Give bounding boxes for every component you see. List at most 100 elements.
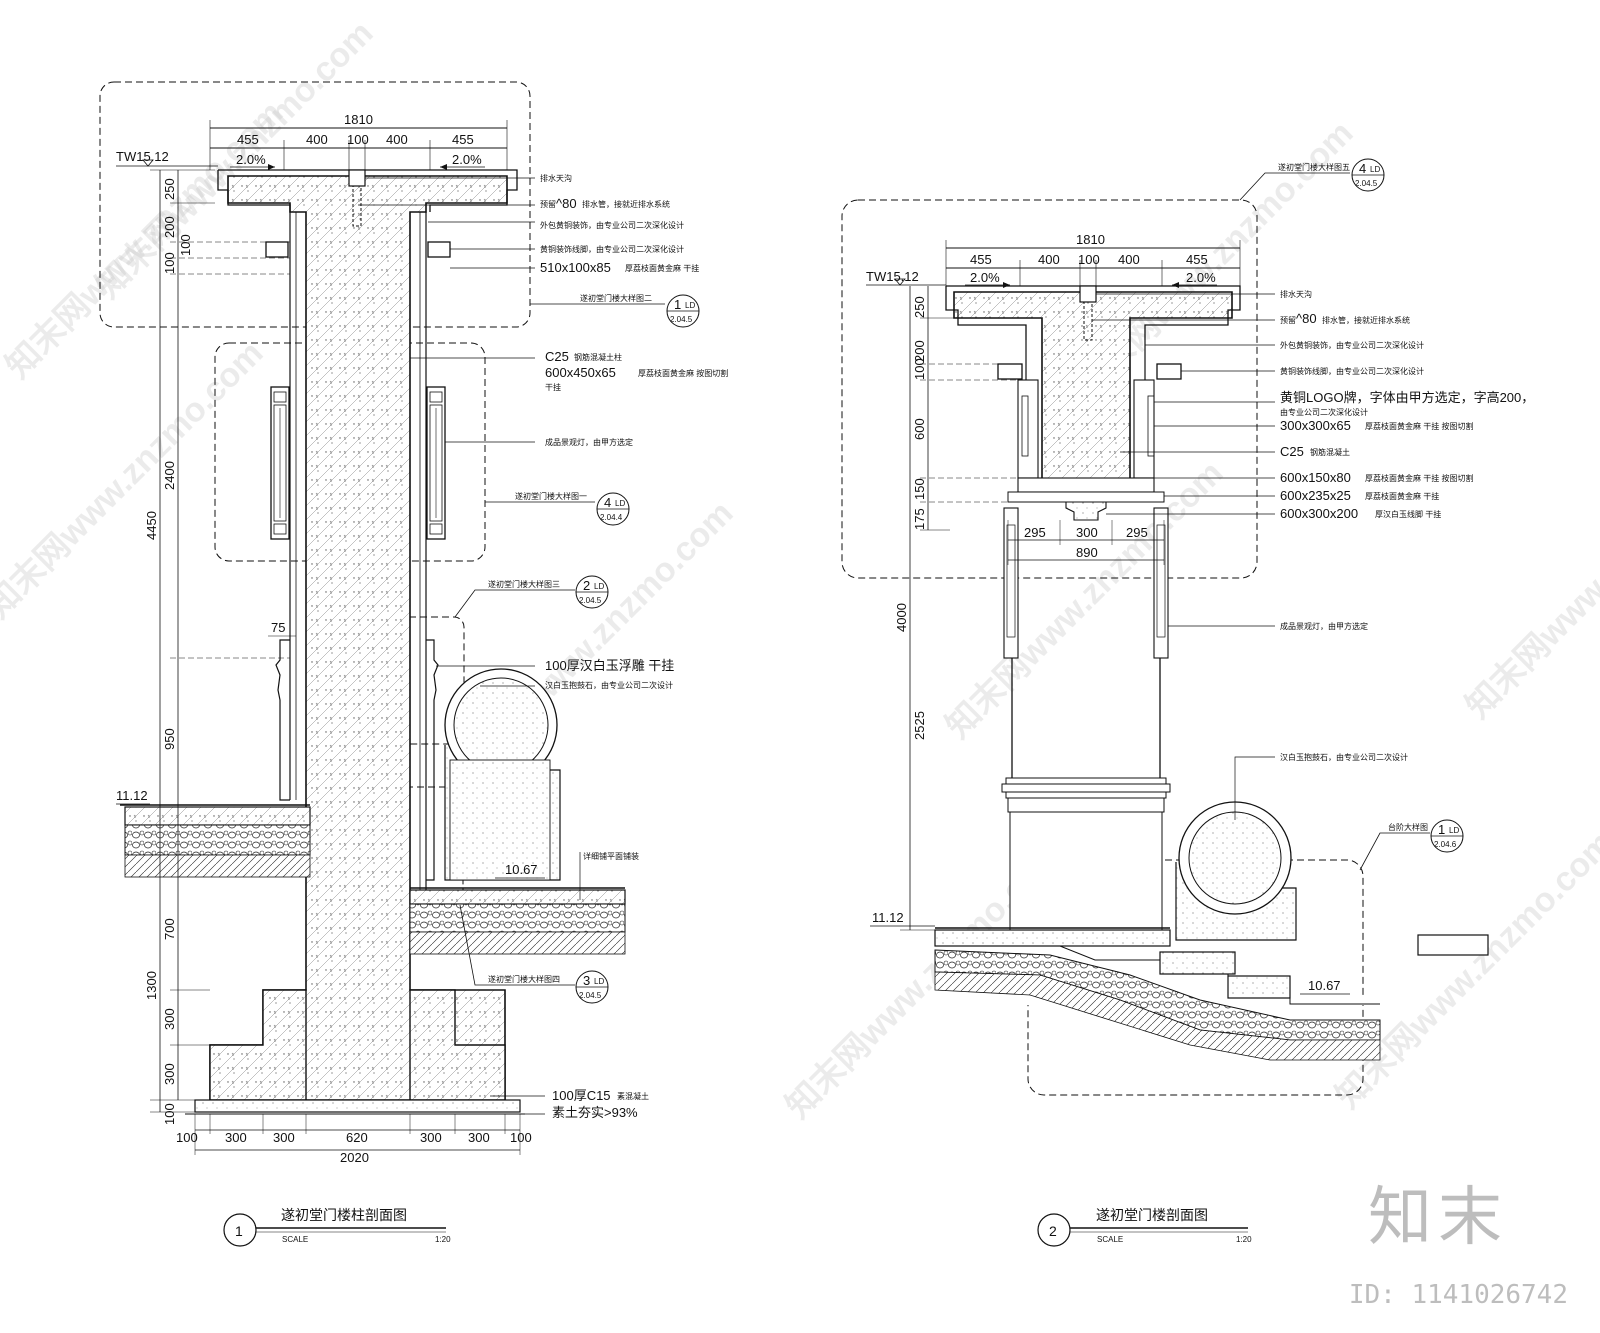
callout-label: 遂初堂门楼大样图五	[1278, 162, 1350, 172]
dim-total-width: 2020	[340, 1150, 369, 1165]
drain-gutter	[348, 169, 366, 187]
level-step-label: 10.67	[505, 862, 538, 877]
dim-label: 100	[176, 1130, 198, 1145]
dim-label: 100	[510, 1130, 532, 1145]
drain-pipe	[1083, 301, 1093, 341]
soil-layer	[124, 854, 311, 878]
slope-label: 2.0%	[970, 270, 1000, 285]
detail-callout: 遂初堂门楼大样图四 3 LD 2.04.5	[459, 904, 609, 1004]
stone-band	[1017, 477, 1155, 493]
drain-gutter	[1079, 285, 1097, 303]
base-dimension-chain: 295 300 295 890	[1007, 520, 1165, 565]
dim-label: 455	[452, 132, 474, 147]
left-dimension-chain: 250 200 100 100 2400 4450 950 700 1300 3…	[144, 169, 290, 1125]
slope-label: 2.0%	[236, 152, 266, 167]
note-text: 排水管，接就近排水系统	[1322, 315, 1410, 325]
callout-label: 遂初堂门楼大样图二	[580, 293, 652, 303]
note-text: 600x235x25	[1280, 488, 1351, 503]
drain-pipe	[352, 185, 362, 227]
callout-tag: LD	[594, 582, 604, 591]
note-text: 厚荔枝面黄金麻 干挂	[625, 263, 699, 273]
callout-number: 1	[674, 297, 681, 312]
note-text: 预留	[540, 199, 556, 209]
dim-label: 400	[306, 132, 328, 147]
level-step-label: 10.67	[1308, 978, 1341, 993]
dim-total-width: 890	[1076, 545, 1098, 560]
capital-outline	[217, 170, 291, 212]
logo-plate	[1021, 395, 1029, 457]
note-text: 成品景观灯，由甲方选定	[545, 437, 633, 447]
note-text: 厚荔枝面黄金麻 干挂	[1365, 491, 1439, 501]
detail-callout: 遂初堂门楼大样图三 2 LD 2.04.5	[454, 575, 609, 618]
dim-label: 175	[912, 508, 927, 530]
note-text: 厚荔枝面黄金麻 干挂 按图切割	[1365, 421, 1473, 431]
note-text: 钢筋混凝土	[1310, 447, 1350, 457]
callout-number: 4	[1359, 161, 1366, 176]
paving-layer	[124, 806, 311, 826]
level-marker	[894, 278, 906, 286]
callout-label: 台阶大样图	[1388, 822, 1428, 832]
note-text: 黄铜装饰线脚，由专业公司二次深化设计	[1280, 366, 1424, 376]
note-text: 素土夯实>93%	[552, 1105, 638, 1120]
callout-label: 遂初堂门楼大样图三	[488, 579, 560, 589]
concrete-column-body	[209, 175, 508, 1101]
footing-step-left	[209, 989, 307, 1101]
landscape-lamp-right	[426, 386, 446, 540]
brass-trim-block	[997, 363, 1023, 380]
dim-label: 455	[970, 252, 992, 267]
dim-label: 455	[237, 132, 259, 147]
dim-total-width: 1810	[344, 112, 373, 127]
note-text: 钢筋混凝土柱	[574, 352, 622, 362]
scale-label: SCALE	[282, 1235, 308, 1244]
stone-panel	[1133, 379, 1155, 479]
watermark-text: 知末网www.znzmo.com	[1459, 434, 1600, 726]
callout-ref: 2.04.5	[579, 991, 602, 1000]
dim-label: 400	[386, 132, 408, 147]
detail-callout: 遂初堂门楼大样图五 4 LD 2.04.5	[1239, 158, 1385, 201]
dim-label: 100	[162, 1103, 177, 1125]
callout-ref: 2.04.4	[600, 513, 623, 522]
drum-stone	[1175, 801, 1297, 941]
dim-label: 300	[225, 1130, 247, 1145]
note-text: 外包黄铜装饰，由专业公司二次深化设计	[1280, 340, 1424, 350]
top-dimension-chain: 1810 455 400 100 400 455 2.0% 2.0%	[945, 232, 1241, 288]
dim-label: 620	[346, 1130, 368, 1145]
note-text: 详细铺平面铺装	[583, 851, 639, 861]
drum-stone	[444, 668, 561, 881]
note-text: 厚荔枝面黄金麻 按图切割	[638, 368, 728, 378]
dim-label: 4000	[894, 603, 909, 632]
top-dimension-chain: 1810 455 400 100 400 455 2.0% 2.0%	[209, 112, 508, 170]
annotation-leaders	[1092, 293, 1275, 820]
dim-label: 150	[912, 478, 927, 500]
brass-trim-block	[427, 241, 451, 258]
callout-ref: 2.04.5	[579, 596, 602, 605]
gravel-layer	[124, 824, 311, 856]
dim-label: 4450	[144, 511, 159, 540]
blinding-concrete	[194, 1099, 521, 1113]
steps-section	[934, 927, 1381, 1061]
callout-tag: LD	[615, 499, 625, 508]
callout-ref: 2.04.5	[670, 315, 693, 324]
callout-tag: LD	[1449, 826, 1459, 835]
break-symbol	[1417, 934, 1489, 956]
callout-ref: 2.04.5	[1355, 179, 1378, 188]
scale-value: 1:20	[1236, 1235, 1252, 1244]
dim-label: 455	[1186, 252, 1208, 267]
stone-base-band	[1007, 491, 1165, 503]
watermark-text: 知末网www.znzmo.com	[1329, 824, 1600, 1116]
detail-callout: 遂初堂门楼大样图二 1 LD 2.04.5	[530, 293, 700, 328]
level-top-label: TW15.12	[116, 149, 169, 164]
callout-label: 遂初堂门楼大样图一	[515, 491, 587, 501]
note-text: 排水天沟	[1280, 289, 1312, 299]
dim-label: 300	[468, 1130, 490, 1145]
dim-label: 300	[420, 1130, 442, 1145]
note-text: 黄铜装饰线脚，由专业公司二次深化设计	[540, 244, 684, 254]
dim-label: 400	[1118, 252, 1140, 267]
asset-id-label: ID: 1141026742	[1348, 1280, 1568, 1310]
callout-number: 3	[583, 973, 590, 988]
note-text: 预留	[1280, 315, 1296, 325]
dim-label: 300	[162, 1063, 177, 1085]
callout-tag: LD	[1370, 165, 1380, 174]
dim-label: 100	[1078, 252, 1100, 267]
callout-number: 1	[1438, 822, 1445, 837]
